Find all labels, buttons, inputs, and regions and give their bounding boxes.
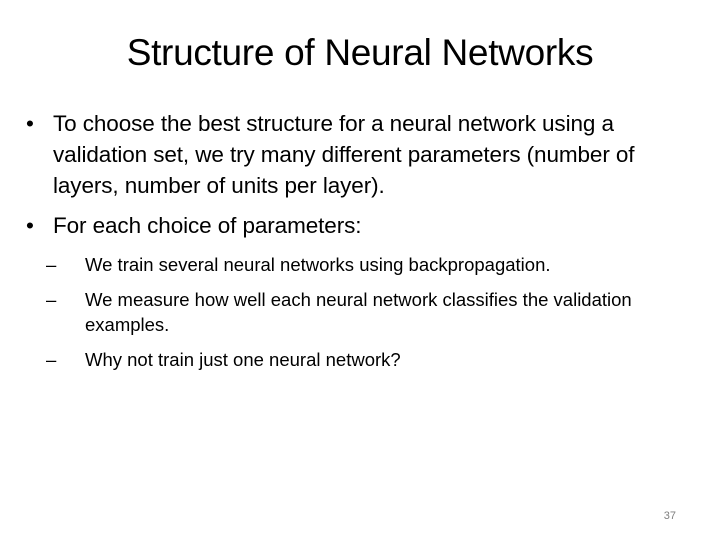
bullet-text: To choose the best structure for a neura… bbox=[53, 111, 635, 198]
sub-bullet-text: We measure how well each neural network … bbox=[85, 289, 632, 335]
sub-bullet-marker: – bbox=[46, 254, 57, 275]
bullet-text: For each choice of parameters: bbox=[53, 213, 362, 238]
sub-bullet-item: – We train several neural networks using… bbox=[26, 252, 696, 277]
sub-bullet-marker: – bbox=[46, 289, 57, 310]
bullet-item: • To choose the best structure for a neu… bbox=[26, 108, 696, 201]
sub-bullet-text: We train several neural networks using b… bbox=[85, 254, 551, 275]
page-number: 37 bbox=[663, 510, 676, 522]
sub-bullet-list: – We train several neural networks using… bbox=[26, 252, 696, 372]
sub-bullet-item: – We measure how well each neural networ… bbox=[26, 287, 696, 337]
bullet-marker: • bbox=[26, 213, 34, 238]
sub-bullet-item: – Why not train just one neural network? bbox=[26, 347, 696, 372]
bullet-item: • For each choice of parameters: bbox=[26, 210, 696, 241]
sub-bullet-text: Why not train just one neural network? bbox=[85, 349, 401, 370]
slide-title: Structure of Neural Networks bbox=[126, 32, 594, 73]
sub-bullet-marker: – bbox=[46, 349, 57, 370]
bullet-marker: • bbox=[26, 111, 34, 136]
slide-body: • To choose the best structure for a neu… bbox=[26, 108, 696, 372]
